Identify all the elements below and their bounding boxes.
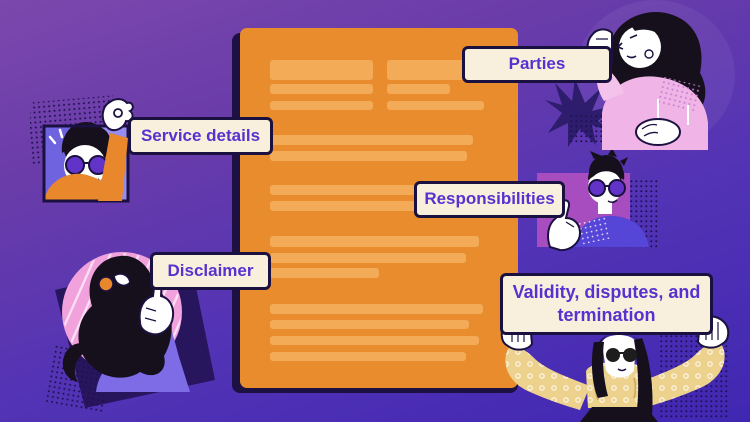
- label-parties: Parties: [462, 46, 612, 83]
- doc-line: [270, 101, 373, 110]
- doc-line: [270, 253, 466, 263]
- label-validity: Validity, disputes, and termination: [500, 273, 713, 335]
- doc-line: [270, 352, 466, 361]
- doc-line: [270, 320, 469, 329]
- doc-line: [270, 135, 473, 145]
- doc-line: [270, 84, 373, 94]
- doc-line: [270, 268, 379, 278]
- figure-responsibilities-person: [537, 150, 658, 252]
- doc-line: [387, 101, 484, 110]
- label-disclaimer: Disclaimer: [150, 252, 271, 290]
- figure-validity-woman: [500, 315, 730, 422]
- figure-service-details-person: [30, 95, 134, 203]
- doc-line: [270, 236, 479, 247]
- label-responsibilities: Responsibilities: [414, 181, 565, 218]
- label-service-details: Service details: [128, 117, 273, 155]
- doc-line: [270, 60, 373, 80]
- doc-line: [270, 336, 479, 345]
- doc-line: [270, 201, 468, 211]
- doc-line: [270, 304, 483, 314]
- figure-parties-woman: [545, 11, 708, 150]
- doc-line: [270, 185, 482, 195]
- doc-line: [387, 84, 450, 94]
- doc-line: [270, 151, 467, 161]
